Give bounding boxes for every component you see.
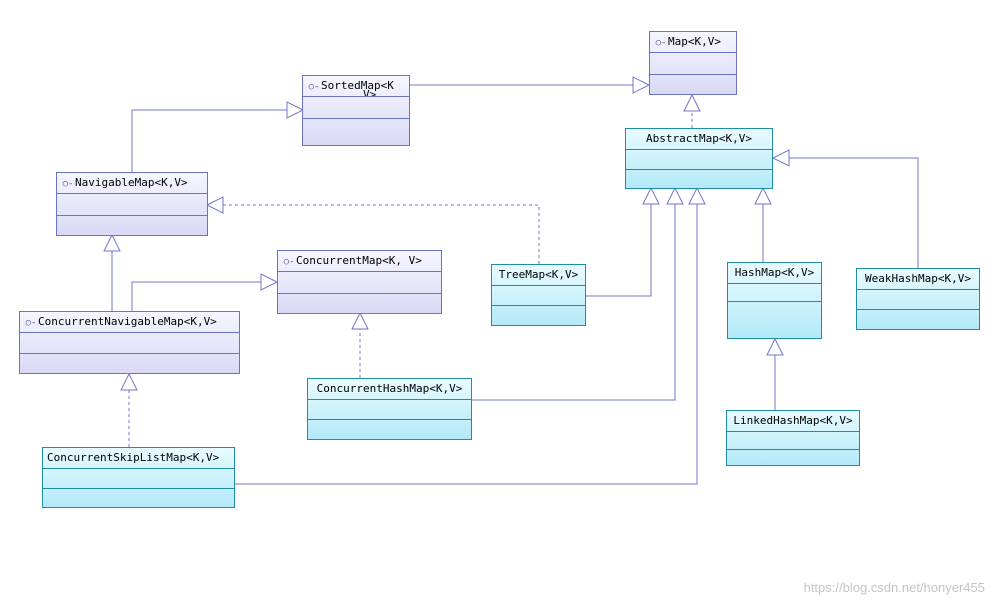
arrowhead-navigablemap-from-cnm xyxy=(103,233,121,252)
hashmap-class-box[interactable]: HashMap<K,V> xyxy=(727,262,822,339)
divider xyxy=(20,332,239,333)
abstractmap-class-name: AbstractMap<K,V> xyxy=(646,132,752,145)
divider xyxy=(278,293,441,294)
navigablemap-interface-name: ○-NavigableMap<K,V> xyxy=(57,173,207,193)
arrowhead-abstractmap-4 xyxy=(754,186,772,205)
arrowhead-cnm-from-csl xyxy=(120,372,138,391)
divider xyxy=(727,431,859,432)
divider xyxy=(728,301,821,302)
arrowhead-concurrentmap-from-chm xyxy=(351,311,369,330)
navigablemap-interface-box[interactable]: ○-NavigableMap<K,V> xyxy=(56,172,208,236)
interface-lollipop-icon: ○- xyxy=(25,318,37,328)
divider xyxy=(626,149,772,150)
treemap-class-box[interactable]: TreeMap<K,V> xyxy=(491,264,586,326)
edge-treemap-navigablemap xyxy=(223,204,540,264)
divider xyxy=(626,169,772,170)
divider xyxy=(492,285,585,286)
divider xyxy=(20,353,239,354)
concurrentskiplistmap-class-box[interactable]: ConcurrentSkipListMap<K,V> xyxy=(42,447,235,508)
arrowhead-abstractmap-2 xyxy=(666,186,684,205)
edge-treemap-abstractmap xyxy=(586,204,652,297)
interface-lollipop-icon: ○- xyxy=(62,179,74,189)
edge-concurrenthashmap-abstractmap xyxy=(472,204,676,401)
divider xyxy=(728,283,821,284)
interface-lollipop-icon: ○- xyxy=(308,82,320,92)
interface-lollipop-icon: ○- xyxy=(655,38,667,48)
divider xyxy=(57,215,207,216)
weakhashmap-class-box[interactable]: WeakHashMap<K,V> xyxy=(856,268,980,330)
divider xyxy=(727,449,859,450)
arrowhead-navigablemap-from-treemap xyxy=(205,196,224,214)
divider xyxy=(43,488,234,489)
concurrentnavigablemap-interface-name: ○-ConcurrentNavigableMap<K,V> xyxy=(20,312,239,332)
divider xyxy=(43,468,234,469)
edge-weakhashmap-abstractmap xyxy=(789,157,919,268)
divider xyxy=(57,193,207,194)
interface-lollipop-icon: ○- xyxy=(283,257,295,267)
concurrenthashmap-class-name: ConcurrentHashMap<K,V> xyxy=(316,382,463,395)
concurrentmap-interface-name: ○-ConcurrentMap<K, V> xyxy=(278,251,441,271)
divider xyxy=(308,399,471,400)
watermark: https://blog.csdn.net/honyer455 xyxy=(803,580,985,595)
divider xyxy=(308,419,471,420)
weakhashmap-class-name: WeakHashMap<K,V> xyxy=(865,272,971,285)
divider xyxy=(492,305,585,306)
edge-concurrentnavigablemap-concurrentmap xyxy=(131,281,261,311)
hashmap-class-name: HashMap<K,V> xyxy=(734,266,815,279)
divider xyxy=(303,96,409,97)
abstractmap-class-box[interactable]: AbstractMap<K,V> xyxy=(625,128,773,189)
divider xyxy=(303,118,409,119)
edge-navigablemap-sortedmap xyxy=(131,109,287,172)
arrowhead-abstractmap-3 xyxy=(688,186,706,205)
map-interface-name: ○-Map<K,V> xyxy=(650,32,736,52)
arrowhead-map-from-abstractmap xyxy=(683,93,701,112)
arrowhead-sortedmap xyxy=(286,101,305,119)
edge-concurrentskiplistmap-abstractmap xyxy=(235,204,698,485)
concurrentnavigablemap-interface-box[interactable]: ○-ConcurrentNavigableMap<K,V> xyxy=(19,311,240,374)
divider xyxy=(650,74,736,75)
concurrentskiplistmap-class-name: ConcurrentSkipListMap<K,V> xyxy=(47,451,220,464)
arrowhead-map-from-sortedmap xyxy=(632,76,651,94)
sortedmap-interface-box[interactable]: ○-SortedMap<K V> xyxy=(302,75,410,146)
divider xyxy=(857,289,979,290)
arrowhead-hashmap xyxy=(766,337,784,356)
map-interface-box[interactable]: ○-Map<K,V> xyxy=(649,31,737,95)
divider xyxy=(857,309,979,310)
linkedhashmap-class-name: LinkedHashMap<K,V> xyxy=(733,414,853,427)
arrowhead-abstractmap-weak xyxy=(771,149,790,167)
divider xyxy=(278,271,441,272)
arrowhead-abstractmap-1 xyxy=(642,186,660,205)
concurrentmap-interface-box[interactable]: ○-ConcurrentMap<K, V> xyxy=(277,250,442,314)
sortedmap-interface-name: ○-SortedMap<K xyxy=(303,76,409,92)
concurrenthashmap-class-box[interactable]: ConcurrentHashMap<K,V> xyxy=(307,378,472,440)
treemap-class-name: TreeMap<K,V> xyxy=(498,268,579,281)
arrowhead-concurrentmap-from-cnm xyxy=(260,273,279,291)
divider xyxy=(650,52,736,53)
linkedhashmap-class-box[interactable]: LinkedHashMap<K,V> xyxy=(726,410,860,466)
sortedmap-name-overflow: V> xyxy=(363,88,377,96)
